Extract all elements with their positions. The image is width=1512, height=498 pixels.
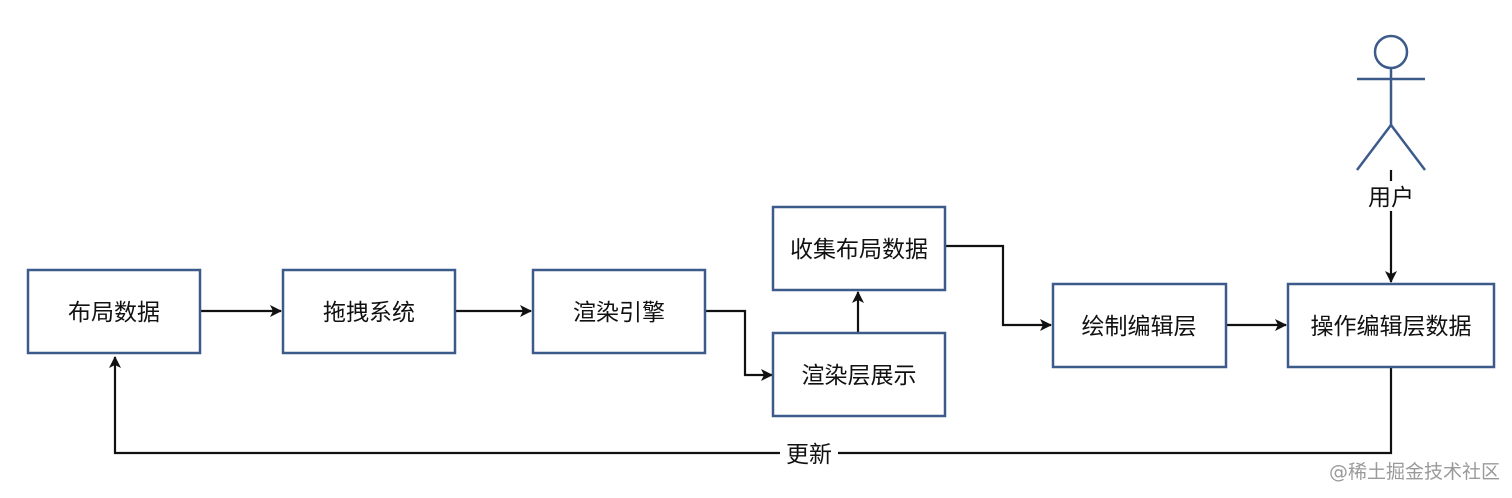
node-collect-layout-data: 收集布局数据 — [771, 205, 947, 292]
node-operate-edit-layer-data-box — [1286, 282, 1496, 369]
update-label-group: 更新 — [780, 441, 838, 468]
node-collect-layout-data-box — [771, 205, 947, 292]
node-operate-edit-layer-data: 操作编辑层数据 — [1286, 282, 1496, 369]
node-layout-data-box — [26, 268, 202, 355]
node-drag-system-box — [281, 268, 457, 355]
user-actor-legs — [1356, 122, 1426, 171]
user-label-bg — [1360, 181, 1422, 211]
user-actor-head-icon — [1373, 34, 1409, 70]
node-render-engine-label: 渲染引擎 — [573, 300, 665, 326]
node-layout-data: 布局数据 — [26, 268, 202, 355]
node-render-engine-box — [531, 268, 707, 355]
node-render-layer-display-box — [771, 331, 947, 418]
node-drag-system: 拖拽系统 — [281, 268, 457, 355]
node-draw-edit-layer-box — [1051, 282, 1228, 369]
node-layout-data-label: 布局数据 — [68, 300, 160, 326]
node-collect-layout-data-label: 收集布局数据 — [790, 237, 928, 263]
node-operate-edit-layer-data-label: 操作编辑层数据 — [1311, 314, 1472, 340]
watermark-text: @稀土掘金技术社区 — [1329, 461, 1500, 483]
node-render-layer-display-label: 渲染层展示 — [802, 363, 917, 389]
edge-update-loop — [109, 356, 1393, 455]
edge-collect-to-draw-edit — [945, 244, 1052, 331]
user-actor: 用户 — [1356, 34, 1426, 211]
node-draw-edit-layer-label: 绘制编辑层 — [1082, 314, 1197, 340]
edge-render-engine-to-render-layer — [705, 309, 773, 381]
node-draw-edit-layer: 绘制编辑层 — [1051, 282, 1228, 369]
node-drag-system-label: 拖拽系统 — [323, 300, 415, 326]
user-label: 用户 — [1368, 185, 1414, 211]
update-label: 更新 — [786, 442, 832, 468]
node-render-engine: 渲染引擎 — [531, 268, 707, 355]
node-render-layer-display: 渲染层展示 — [771, 331, 947, 418]
update-label-bg — [780, 441, 838, 467]
